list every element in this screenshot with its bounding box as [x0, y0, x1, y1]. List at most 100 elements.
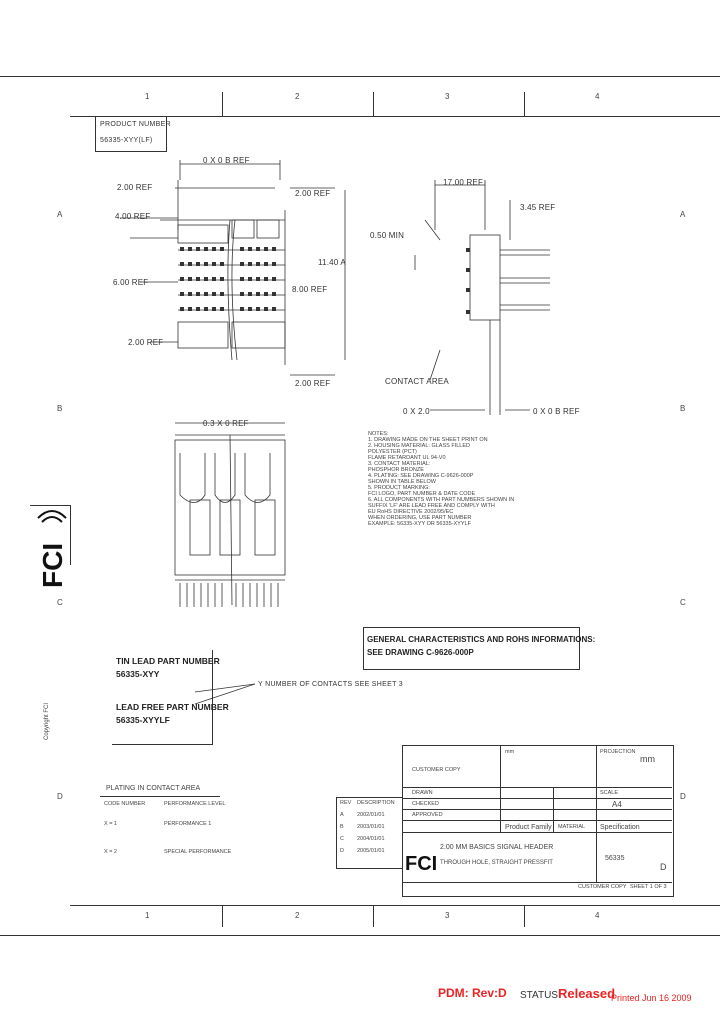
side-dim-bot-right: 0 X 0 B REF	[533, 407, 580, 416]
footer-pdm: PDM: Rev:D	[438, 984, 507, 1002]
plating-row-code: X = 1	[104, 821, 117, 827]
title-block-scale: SCALE	[600, 790, 619, 796]
general-characteristics-box: GENERAL CHARACTERISTICS AND ROHS INFORMA…	[363, 627, 595, 670]
plating-table: PLATING IN CONTACT AREA CODE NUMBER PERF…	[100, 785, 231, 855]
note-line: POLYESTER (PCT)	[368, 449, 417, 455]
side-dim-top2: 3.45 REF	[520, 203, 556, 212]
note-line: EXAMPLE: 56335-XYY OR 56335-XYYLF	[368, 521, 471, 527]
zone-row-c-right: C	[680, 598, 686, 607]
front-view-drawing	[120, 160, 346, 376]
copyright-text: Copyright FCI	[44, 702, 50, 740]
rev-header-desc: DESCRIPTION	[357, 800, 395, 806]
zone-row-a-right: A	[680, 210, 686, 219]
dim-right-top: 2.00 REF	[295, 189, 331, 198]
dim-left-2: 4.00 REF	[115, 212, 151, 221]
zone-row-b-right: B	[680, 404, 686, 413]
note-line: FCI LOGO, PART NUMBER & DATE CODE	[368, 491, 476, 497]
dim-right-mid2: 8.00 REF	[292, 285, 328, 294]
title-block-material: MATERIAL	[558, 824, 586, 830]
product-number-value: 56335-XYY(LF)	[100, 137, 153, 144]
revision-table: REV DESCRIPTION A 2002/01/01 B 2003/01/0…	[336, 797, 403, 869]
product-number-label: PRODUCT NUMBER	[100, 121, 171, 128]
left-margin-tick	[30, 505, 70, 506]
title-block-title-line1: 2.00 MM BASICS SIGNAL HEADER	[440, 844, 554, 851]
side-view-drawing	[414, 180, 550, 415]
rev-row-rev: A	[340, 812, 344, 818]
title-block-divider	[596, 745, 597, 882]
fci-logo-title-block: FCI	[405, 853, 437, 875]
title-block-title-line2: THROUGH HOLE, STRAIGHT PRESSFIT	[440, 860, 553, 866]
footer-printed: Printed Jun 16 2009	[611, 988, 692, 1006]
title-block-spec: Specification	[600, 824, 640, 831]
zone-col-1-bottom: 1	[145, 911, 150, 920]
fci-logo-text: FCI	[405, 853, 437, 875]
rev-row-date: 2005/01/01	[357, 848, 385, 854]
zone-divider	[222, 905, 223, 927]
note-line: 3. CONTACT MATERIAL:	[368, 461, 431, 467]
frame-inner-top	[70, 116, 720, 117]
note-line: SHOWN IN TABLE BELOW	[368, 479, 436, 485]
tin-lead-value: 56335-XYY	[116, 669, 160, 679]
copyright-vertical: Copyright FCI	[44, 650, 56, 740]
zone-divider	[373, 92, 374, 116]
zone-row-b: B	[57, 404, 63, 413]
note-line: PHOSPHOR BRONZE	[368, 467, 424, 473]
zone-col-2-bottom: 2	[295, 911, 300, 920]
note-line: 4. PLATING: SEE DRAWING C-9626-000P	[368, 473, 474, 479]
title-block-rev-letter: D	[660, 862, 667, 872]
frame-top-line	[0, 76, 720, 77]
dim-left-3: 6.00 REF	[113, 278, 149, 287]
side-contact-area: CONTACT AREA	[385, 377, 449, 386]
rev-row-date: 2002/01/01	[357, 812, 385, 818]
title-block-rule	[402, 820, 672, 821]
footer-status-label: STATUS	[520, 990, 558, 1001]
svg-text:FCI: FCI	[37, 543, 68, 588]
left-margin-tick	[70, 505, 71, 565]
zone-col-4: 4	[595, 92, 600, 101]
plating-table-rule	[100, 796, 220, 797]
dim-top: 0 X 0 B REF	[203, 156, 250, 165]
zone-row-d: D	[57, 792, 63, 801]
rev-row-date: 2003/01/01	[357, 824, 385, 830]
dim-left-4: 2.00 REF	[128, 338, 164, 347]
zone-col-3: 3	[445, 92, 450, 101]
footer-printed-text: Printed Jun 16 2009	[611, 993, 692, 1003]
plating-row-level: PERFORMANCE 1	[164, 821, 212, 827]
title-block-divider	[500, 745, 501, 832]
zone-divider	[373, 905, 374, 927]
title-block-divider	[553, 787, 554, 832]
note-line: 1. DRAWING MADE ON THE SHEET PRINT ON	[368, 437, 488, 443]
title-block-product-family: Product Family	[505, 824, 552, 831]
side-dim-top: 17.00 REF	[443, 178, 484, 187]
title-block-customer-copy: CUSTOMER COPY	[412, 767, 461, 773]
part-number-arrows	[194, 683, 256, 705]
rev-row-rev: C	[340, 836, 344, 842]
plating-header-code: CODE NUMBER	[104, 801, 146, 807]
rev-header-rev: REV	[340, 800, 352, 806]
zone-col-1: 1	[145, 92, 150, 101]
title-block-units-big: mm	[640, 754, 655, 764]
zone-divider	[524, 905, 525, 927]
plating-row-level: SPECIAL PERFORMANCE	[164, 849, 232, 855]
notes-block: NOTES: 1. DRAWING MADE ON THE SHEET PRIN…	[368, 431, 578, 527]
zone-row-d-right: D	[680, 792, 686, 801]
zone-col-3-bottom: 3	[445, 911, 450, 920]
part-number-box: TIN LEAD PART NUMBER 56335-XYY LEAD FREE…	[112, 650, 229, 745]
title-block-rule	[402, 798, 672, 799]
note-line: FLAME RETARDANT UL 94-V0	[368, 455, 446, 461]
title-block-drawing-number: 56335	[605, 855, 625, 862]
title-block-sheet: SHEET 1 OF 3	[630, 884, 667, 890]
dim-right-mid: 11.40 A	[318, 258, 346, 267]
plating-header-level: PERFORMANCE LEVEL	[164, 801, 226, 807]
product-number-box: PRODUCT NUMBER 56335-XYY(LF)	[95, 117, 171, 152]
zone-col-2: 2	[295, 92, 300, 101]
title-block-approved: APPROVED	[412, 812, 443, 818]
title-block-projection: PROJECTION	[600, 749, 636, 755]
dim-right-bot: 2.00 REF	[295, 379, 331, 388]
note-line: EU RoHS DIRECTIVE 2002/95/EC	[368, 509, 454, 515]
title-block-customer-copy-bottom: CUSTOMER COPY	[578, 884, 627, 890]
general-note-line1: GENERAL CHARACTERISTICS AND ROHS INFORMA…	[367, 635, 596, 644]
bottom-view-dim: 0.3 X 0 REF	[203, 419, 249, 428]
zone-divider	[524, 92, 525, 116]
lead-free-value: 56335-XYYLF	[116, 715, 170, 725]
